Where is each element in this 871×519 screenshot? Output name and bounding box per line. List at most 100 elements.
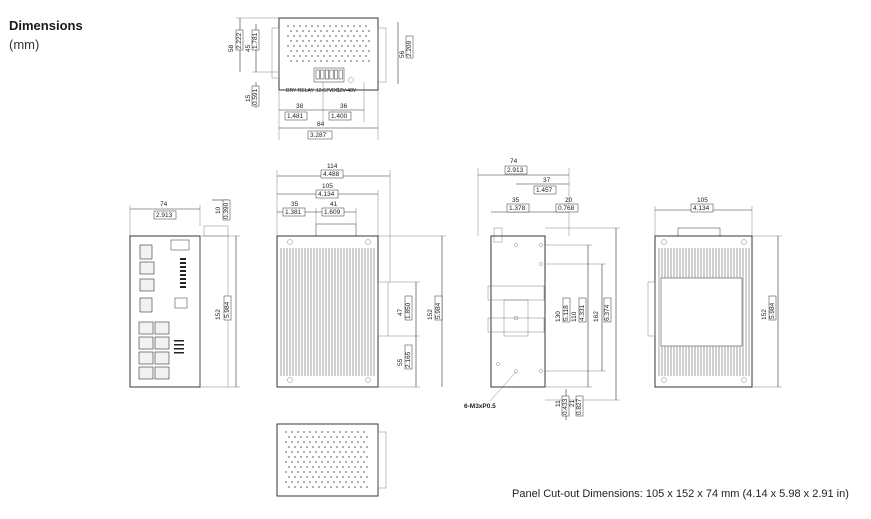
side-view-body <box>490 235 546 388</box>
dim-45-in: 1.781 <box>252 32 259 49</box>
rj45-port <box>139 278 155 292</box>
top-view-din-clip <box>377 27 387 83</box>
dim-41-in: 1.609 <box>324 209 341 216</box>
dim-35-side-in: 1.378 <box>509 205 526 212</box>
dim-10-in: 0.390 <box>223 202 230 219</box>
top-view: DRY RELAY 12-57VDC 12V-48V 58 2.222 45 1… <box>228 17 414 140</box>
dim-36-in: 1.400 <box>331 113 348 120</box>
dim-21: 21 <box>569 399 576 407</box>
dim-130: 130 <box>555 311 562 322</box>
dim-114: 114 <box>327 163 338 170</box>
mount-screw <box>287 377 293 383</box>
dim-162: 162 <box>593 311 600 322</box>
dim-15-in: 0.591 <box>252 88 259 105</box>
dim-114-in: 4.488 <box>323 171 340 178</box>
dim-56-in: 2.209 <box>406 40 413 57</box>
back-label-panel <box>660 277 743 347</box>
rj45-port-grid <box>138 321 184 380</box>
led-indicators <box>180 258 186 288</box>
dim-152: 152 <box>215 309 222 320</box>
dim-152-front: 152 <box>427 309 434 320</box>
dim-55: 55 <box>397 358 404 366</box>
dim-105-back: 105 <box>697 197 708 204</box>
front-view-body <box>276 235 379 388</box>
dim-110: 110 <box>571 311 578 322</box>
dim-74-side-in: 2.913 <box>507 167 524 174</box>
dim-56: 56 <box>399 50 406 58</box>
dim-105: 105 <box>322 183 333 190</box>
side-view: 74 2.913 37 1.457 35 1.378 20 0.768 130 <box>464 158 620 420</box>
top-vent-pattern <box>287 25 370 62</box>
dim-74: 74 <box>160 201 168 208</box>
mount-screw <box>287 239 293 245</box>
dim-84-in: 3.287 <box>310 132 327 139</box>
din-rail-clip <box>377 281 389 337</box>
din-clip-top <box>203 225 229 237</box>
dim-15: 15 <box>245 94 252 102</box>
dim-11-in: 0.433 <box>562 398 569 415</box>
dim-35-side: 35 <box>512 197 520 204</box>
mount-hole <box>514 243 518 247</box>
bottom-view <box>276 423 387 497</box>
mount-screw <box>661 377 667 383</box>
dim-110-in: 4.331 <box>579 304 586 321</box>
dim-152-in: 5.984 <box>224 301 231 318</box>
dim-36: 36 <box>340 103 348 110</box>
sfp-port <box>139 297 153 313</box>
back-view: 105 4.134 152 5.984 <box>647 197 782 388</box>
mount-screw <box>365 377 371 383</box>
dim-152-back: 152 <box>761 309 768 320</box>
dim-47-in: 1.850 <box>405 302 412 319</box>
mount-screw <box>741 239 747 245</box>
dim-38: 38 <box>296 103 304 110</box>
units-label: (mm) <box>9 37 40 52</box>
dim-37-in: 1.457 <box>536 187 553 194</box>
dim-10: 10 <box>215 206 222 214</box>
dim-45: 45 <box>245 44 252 52</box>
dim-130-in: 5.118 <box>563 305 570 321</box>
dim-105-back-in: 4.134 <box>693 205 710 212</box>
label-dry-relay: DRY RELAY <box>286 88 314 94</box>
dim-11: 11 <box>555 400 562 407</box>
mount-hole <box>539 369 543 373</box>
dim-162-in: 6.374 <box>604 304 611 321</box>
sfp-port <box>139 244 153 260</box>
screw-note: 6-M3xP0.5 <box>464 403 496 410</box>
dim-20-in: 0.768 <box>558 205 575 212</box>
mount-screw <box>661 239 667 245</box>
terminal-block-front <box>315 223 357 237</box>
dim-38-in: 1.481 <box>287 113 304 120</box>
dim-41: 41 <box>330 201 338 208</box>
dim-37: 37 <box>543 177 551 184</box>
mount-screw <box>741 377 747 383</box>
left-view: 74 2.913 10 0.390 152 5.984 <box>129 199 240 388</box>
ground-screw <box>348 77 354 83</box>
dim-20: 20 <box>565 197 573 204</box>
mount-hole <box>514 369 518 373</box>
side-top-tab <box>493 227 503 243</box>
bottom-view-body <box>276 423 379 497</box>
label-12v-48v: 12V-48V <box>337 88 357 94</box>
dim-152-front-in: 5.984 <box>435 302 442 319</box>
mount-hole <box>496 362 500 366</box>
page-title: Dimensions <box>9 18 83 33</box>
dim-58-in: 2.222 <box>236 32 243 49</box>
mount-screw <box>365 239 371 245</box>
panel-cutout-caption: Panel Cut-out Dimensions: 105 x 152 x 74… <box>512 488 849 500</box>
mount-hole <box>539 243 543 247</box>
dim-84: 84 <box>317 121 325 128</box>
top-view-side-flange <box>271 27 280 79</box>
bracket-screw <box>513 315 519 321</box>
dim-152-back-in: 5.984 <box>769 302 776 319</box>
dim-35: 35 <box>291 201 299 208</box>
dim-74-in: 2.913 <box>156 212 173 219</box>
dim-47: 47 <box>397 308 404 316</box>
reset-button[interactable] <box>174 297 188 309</box>
mount-hole <box>539 262 543 266</box>
dim-35-in: 1.381 <box>285 209 302 216</box>
rj45-port <box>139 261 155 275</box>
heat-sink-fins <box>280 248 375 376</box>
back-side-clip <box>647 281 656 337</box>
